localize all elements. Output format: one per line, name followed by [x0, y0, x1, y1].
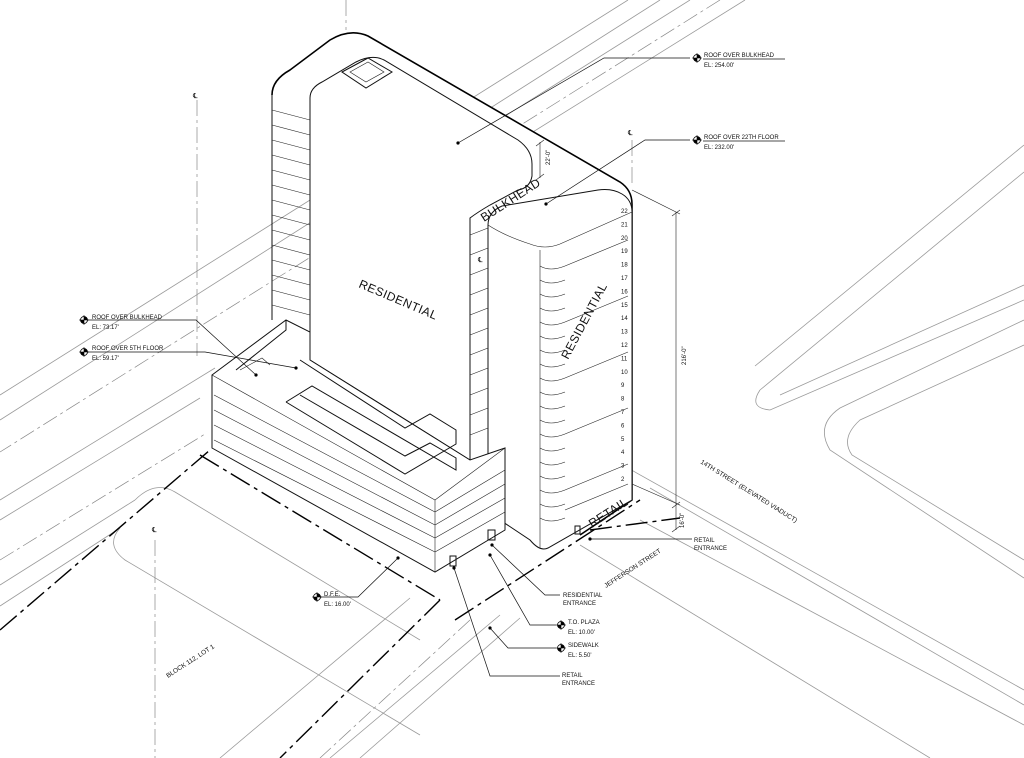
centerline-mark: ℄ [151, 527, 157, 534]
roof-22nd-elevation: EL: 232.00' [704, 145, 734, 151]
roof-bulkhead-low-elevation: EL: 73.17' [92, 325, 119, 331]
floor-number: 18 [621, 263, 628, 269]
dfe-elevation: EL: 16.00' [324, 602, 351, 608]
leader-lines [84, 57, 692, 677]
floor-number: 15 [621, 303, 628, 309]
floor-number: 6 [621, 423, 625, 429]
floor-number: 11 [621, 356, 628, 362]
floor-number: 19 [621, 249, 628, 255]
retail-door-right [574, 525, 581, 535]
floor-lines-podium [213, 394, 506, 553]
floor-number: 9 [621, 383, 625, 389]
floor-number: 21 [621, 222, 628, 228]
centerline-mark: ℄ [477, 257, 483, 264]
to-plaza-elevation: EL: 10.00' [568, 630, 595, 636]
floor-number: 22 [621, 209, 628, 215]
roof-bulkhead-top-elevation: EL: 254.00' [704, 63, 734, 69]
roof-bulkhead-top-title: ROOF OVER BULKHEAD [704, 53, 775, 59]
sidewalk-elevation: EL: 5.50' [568, 653, 592, 659]
residential-entrance-line2: ENTRANCE [563, 601, 596, 607]
building-massing [211, 32, 633, 573]
to-plaza-title: T.O. PLAZA [568, 620, 600, 626]
retail-dimension: 16'-0" [680, 513, 686, 528]
dfe-title: D.F.E. [324, 592, 341, 598]
floor-number: 20 [621, 236, 628, 242]
floor-number: 4 [621, 450, 625, 456]
floor-number: 2 [621, 477, 625, 483]
floor-lines-left-tower [271, 109, 489, 436]
roof-5th-title: ROOF OVER 5TH FLOOR [92, 346, 164, 352]
floor-number: 12 [621, 343, 628, 349]
retail-door-bottom [449, 555, 457, 567]
bulkhead-dimension: 22'-0" [546, 150, 552, 165]
floor-number: 5 [621, 437, 625, 443]
floor-number: 16 [621, 289, 628, 295]
roof-5th-elevation: EL: 59.17' [92, 356, 119, 362]
floor-lines-right-tower [539, 239, 629, 522]
floor-number: 8 [621, 397, 625, 403]
residential-entrance-line1: RESIDENTIAL [563, 593, 603, 599]
block-lot-label: BLOCK 112, LOT 1 [165, 643, 216, 679]
elevation-marker-icon [79, 53, 702, 653]
floor-numbers: 22 21 20 19 18 17 16 15 14 13 12 11 10 9 8 7 6 5 4 3 2 [621, 209, 628, 483]
floor-number: 17 [621, 276, 628, 282]
fourteenth-street-label: 14TH STREET (ELEVATED VIADUCT) [699, 459, 798, 525]
retail-entrance-right-line2: ENTRANCE [694, 546, 727, 552]
sidewalk-title: SIDEWALK [568, 643, 599, 649]
floor-number: 13 [621, 330, 628, 336]
centerline-mark: ℄ [192, 93, 198, 100]
floor-number: 10 [621, 370, 628, 376]
retail-entrance-bottom-line2: ENTRANCE [562, 681, 595, 687]
floor-number: 3 [621, 464, 625, 470]
centerline-mark: ℄ [627, 130, 633, 137]
tower-dimension: 216'-0" [682, 346, 688, 365]
roof-bulkhead-low-title: ROOF OVER BULKHEAD [92, 315, 163, 321]
jefferson-street-label: JEFFERSON STREET [603, 548, 662, 590]
roof-22nd-title: ROOF OVER 22TH FLOOR [704, 135, 779, 141]
residential-door [487, 529, 496, 541]
retail-entrance-right-line1: RETAIL [694, 538, 715, 544]
floor-number: 14 [621, 316, 628, 322]
retail-entrance-bottom-line1: RETAIL [562, 673, 583, 679]
dimension-lines [535, 139, 681, 533]
floor-number: 7 [621, 410, 625, 416]
